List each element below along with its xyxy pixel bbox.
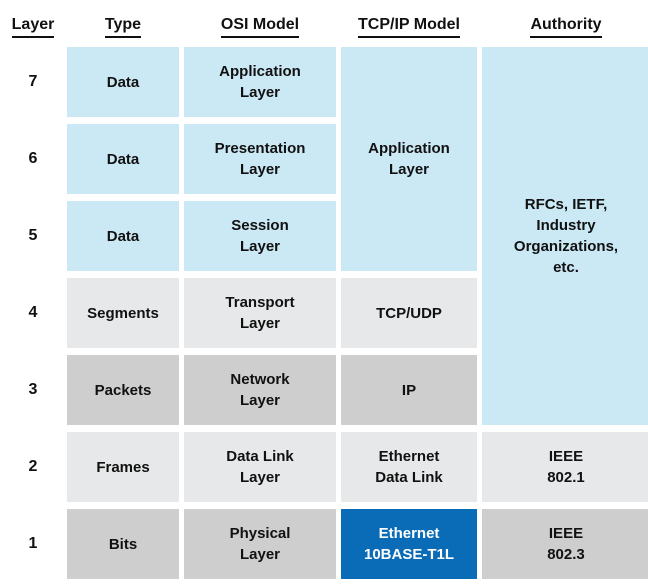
column-header-osi-model: OSI Model xyxy=(184,10,336,40)
column-header-type: Type xyxy=(67,10,179,40)
layer-number-2: 2 xyxy=(28,457,38,475)
layer-number-3: 3 xyxy=(28,380,38,398)
cell-authority-ieee-802-1: IEEE 802.1 xyxy=(482,432,648,502)
cell-osi-presentation-layer: Presentation Layer xyxy=(184,124,336,194)
layer-number-5: 5 xyxy=(28,226,38,244)
layer-number-4: 4 xyxy=(28,303,38,321)
cell-type-layer2-frames: Frames xyxy=(67,432,179,502)
layer-number-7: 7 xyxy=(28,72,38,90)
cell-osi-session-layer: Session Layer xyxy=(184,201,336,271)
cell-osi-application-layer: Application Layer xyxy=(184,47,336,117)
cell-type-layer3-packets: Packets xyxy=(67,355,179,425)
layer-number-1: 1 xyxy=(28,534,38,552)
cell-osi-physical-layer: Physical Layer xyxy=(184,509,336,579)
cell-type-layer7-data: Data xyxy=(67,47,179,117)
cell-osi-data-link-layer: Data Link Layer xyxy=(184,432,336,502)
cell-osi-transport-layer: Transport Layer xyxy=(184,278,336,348)
column-header-osi-model-label: OSI Model xyxy=(220,16,300,38)
cell-type-layer5-data: Data xyxy=(67,201,179,271)
cell-tcpip-ethernet-data-link: Ethernet Data Link xyxy=(341,432,477,502)
cell-type-layer1-bits: Bits xyxy=(67,509,179,579)
column-header-type-label: Type xyxy=(104,16,142,38)
cell-authority-ieee-802-3: IEEE 802.3 xyxy=(482,509,648,579)
cell-tcpip-tcp-udp: TCP/UDP xyxy=(341,278,477,348)
column-header-tcpip-model: TCP/IP Model xyxy=(341,10,477,40)
column-header-tcpip-model-label: TCP/IP Model xyxy=(358,16,460,38)
cell-tcpip-ethernet-10base-t1l-highlight: Ethernet 10BASE-T1L xyxy=(341,509,477,579)
cell-type-layer6-data: Data xyxy=(67,124,179,194)
column-header-authority-label: Authority xyxy=(530,16,602,38)
cell-osi-network-layer: Network Layer xyxy=(184,355,336,425)
cell-type-layer4-segments: Segments xyxy=(67,278,179,348)
layer-number-6: 6 xyxy=(28,149,38,167)
cell-tcpip-application-layer: Application Layer xyxy=(341,47,477,271)
column-header-layer: Layer xyxy=(4,10,62,40)
column-header-authority: Authority xyxy=(482,10,648,40)
cell-tcpip-ip: IP xyxy=(341,355,477,425)
cell-authority-rfcs-ietf: RFCs, IETF, Industry Organizations, etc. xyxy=(482,47,648,425)
column-header-layer-label: Layer xyxy=(11,16,55,38)
